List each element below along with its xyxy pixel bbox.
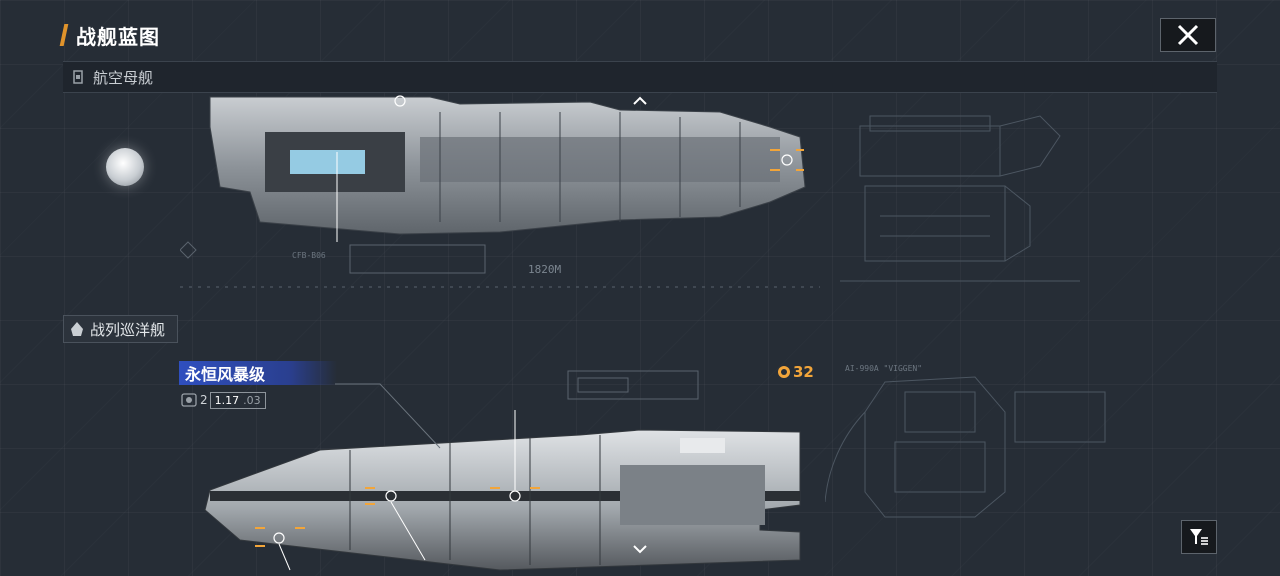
close-button[interactable]	[1160, 18, 1216, 52]
ship-stats: 2 1.17 .03	[181, 391, 266, 409]
page-header: 战舰蓝图	[59, 20, 160, 50]
page-title: 战舰蓝图	[76, 24, 160, 49]
carrier-section-label: 航空母舰	[93, 68, 154, 87]
scroll-down-arrow-icon[interactable]	[632, 544, 648, 554]
carrier-model-code: CFB-B06	[292, 251, 326, 260]
cost-icon	[778, 366, 790, 378]
ship-name-tag: 永恒风暴级	[179, 361, 337, 385]
ship-cost: 32	[777, 363, 814, 381]
battlecruiser-hull	[204, 410, 801, 571]
carrier-section-header[interactable]: 航空母舰	[63, 61, 1217, 93]
version-box: 1.17 .03	[209, 391, 266, 409]
version-main: 1.17	[214, 393, 240, 407]
filter-icon	[1190, 529, 1208, 545]
carrier-class-icon	[73, 70, 83, 84]
cost-value: 32	[793, 363, 814, 381]
filter-button[interactable]	[1181, 520, 1217, 554]
battlecruiser-section-label: 战列巡洋舰	[90, 320, 166, 339]
stat-count: 2	[200, 393, 208, 407]
scroll-up-arrow-icon[interactable]	[632, 96, 648, 106]
cruiser-panel-outline	[567, 370, 699, 400]
ship-name: 永恒风暴级	[185, 365, 266, 384]
battlecruiser-section-header[interactable]: 战列巡洋舰	[63, 315, 179, 343]
planet-orb	[106, 148, 144, 186]
carrier-length-label: 1820M	[528, 263, 562, 276]
carrier-hull	[209, 95, 806, 242]
cruiser-blueprint-code: AI-990A "VIGGEN"	[845, 364, 923, 373]
carrier-annotation-lines	[180, 241, 820, 288]
close-icon	[1177, 24, 1199, 46]
version-sub: .03	[243, 393, 261, 407]
battlecruiser-class-icon	[71, 322, 83, 336]
ship-callout-line	[335, 383, 441, 449]
cruiser-schematic-drawing	[825, 376, 1106, 518]
module-icon	[181, 393, 197, 407]
carrier-schematic-drawing	[840, 115, 1080, 282]
